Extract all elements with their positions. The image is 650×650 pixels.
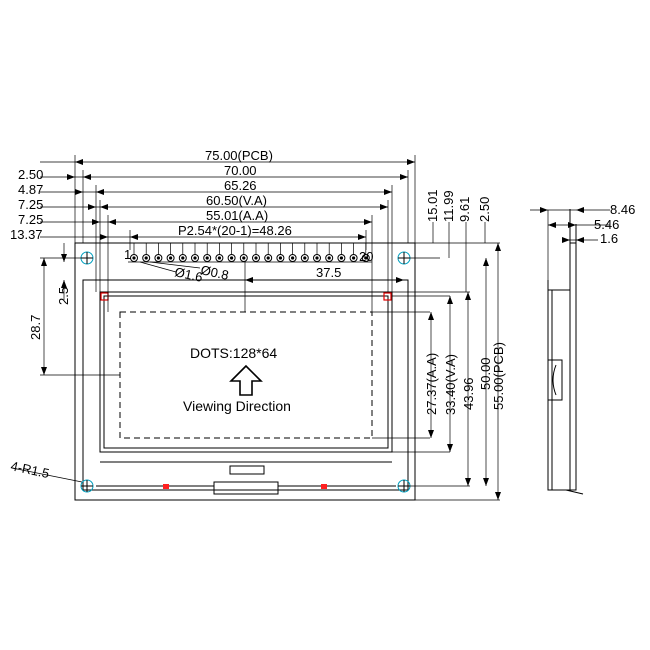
bottom-tab [229, 465, 265, 475]
pcb-outline [74, 242, 416, 501]
dim-43-96: 43.96 [461, 377, 476, 410]
pin [300, 243, 309, 262]
pin [276, 243, 285, 262]
viewing-direction-label: Viewing Direction [183, 398, 291, 414]
top-dimension-lines [40, 155, 416, 312]
pin [252, 243, 260, 262]
mounting-holes [80, 251, 411, 493]
bottom-connector [213, 481, 279, 495]
dim-8-46: 8.46 [610, 202, 635, 217]
dim-pcb-height: 55.00(PCB) [491, 342, 506, 410]
marker-tr [383, 292, 392, 301]
pin [325, 243, 334, 262]
viewing-area-inner [103, 295, 389, 449]
dim-9-61: 9.61 [457, 197, 472, 222]
dia-leader-1 [149, 261, 201, 269]
dim-1-6: 1.6 [600, 231, 618, 246]
dia-leader-2 [139, 261, 177, 273]
dim-left-4-87: 4.87 [18, 182, 43, 197]
pin [130, 243, 138, 262]
dim-5-46: 5.46 [594, 217, 619, 232]
dim-aa-height: 27.37(A.A) [424, 353, 439, 415]
pin [313, 243, 321, 262]
dim-va-width: 60.50(V.A) [206, 193, 267, 208]
dim-28-7: 28.7 [28, 315, 43, 340]
pin-header [128, 243, 372, 263]
dim-left-7-25a: 7.25 [18, 197, 43, 212]
dim-2-50-right: 2.50 [477, 197, 492, 222]
pin [142, 243, 151, 262]
pin [349, 243, 358, 262]
dim-aa-width: 55.01(A.A) [206, 208, 268, 223]
marker-br [321, 484, 327, 489]
pin [264, 243, 273, 262]
active-area [119, 311, 373, 439]
pin-20-label: 20 [359, 249, 373, 264]
arrow-up-icon [229, 364, 263, 396]
dim-va-height: 33.40(V.A) [443, 354, 458, 415]
dim-37-5: 37.5 [316, 265, 341, 280]
dia-1-6-label: Ø1.6 [173, 264, 204, 285]
hole-radius-label: 4-R1.5 [9, 458, 50, 481]
dim-pcb-width: 75.00(PCB) [205, 148, 273, 163]
dim-left-2-50: 2.50 [18, 167, 43, 182]
pin [166, 243, 175, 262]
pin [239, 243, 248, 262]
dim-left-7-25b: 7.25 [18, 212, 43, 227]
dim-11-99: 11.99 [441, 190, 456, 222]
pin [288, 243, 297, 262]
dim-2-5: 2.5 [56, 287, 71, 305]
dim-70: 70.00 [224, 163, 257, 178]
marker-bl [163, 484, 169, 489]
viewing-area [99, 291, 393, 453]
right-vertical-dims [372, 222, 501, 501]
side-view [530, 207, 610, 495]
dim-50-00: 50.00 [478, 357, 493, 390]
dots-label: DOTS:128*64 [190, 345, 277, 361]
dim-65-26: 65.26 [224, 178, 257, 193]
pin [337, 243, 346, 262]
pin [154, 243, 163, 262]
pin [191, 243, 199, 262]
dim-15-01: 15.01 [425, 189, 440, 222]
pin [203, 243, 212, 262]
dim-pitch: P2.54*(20-1)=48.26 [178, 223, 292, 238]
dia-0-8-label: Ø0.8 [199, 262, 230, 283]
dim-left-13-37: 13.37 [10, 227, 43, 242]
left-vertical-dims [40, 243, 87, 375]
pin [215, 243, 224, 262]
pin-1-label: 1 [124, 247, 131, 262]
hole-leader [11, 467, 83, 483]
pin [227, 243, 236, 262]
pin [178, 243, 187, 262]
